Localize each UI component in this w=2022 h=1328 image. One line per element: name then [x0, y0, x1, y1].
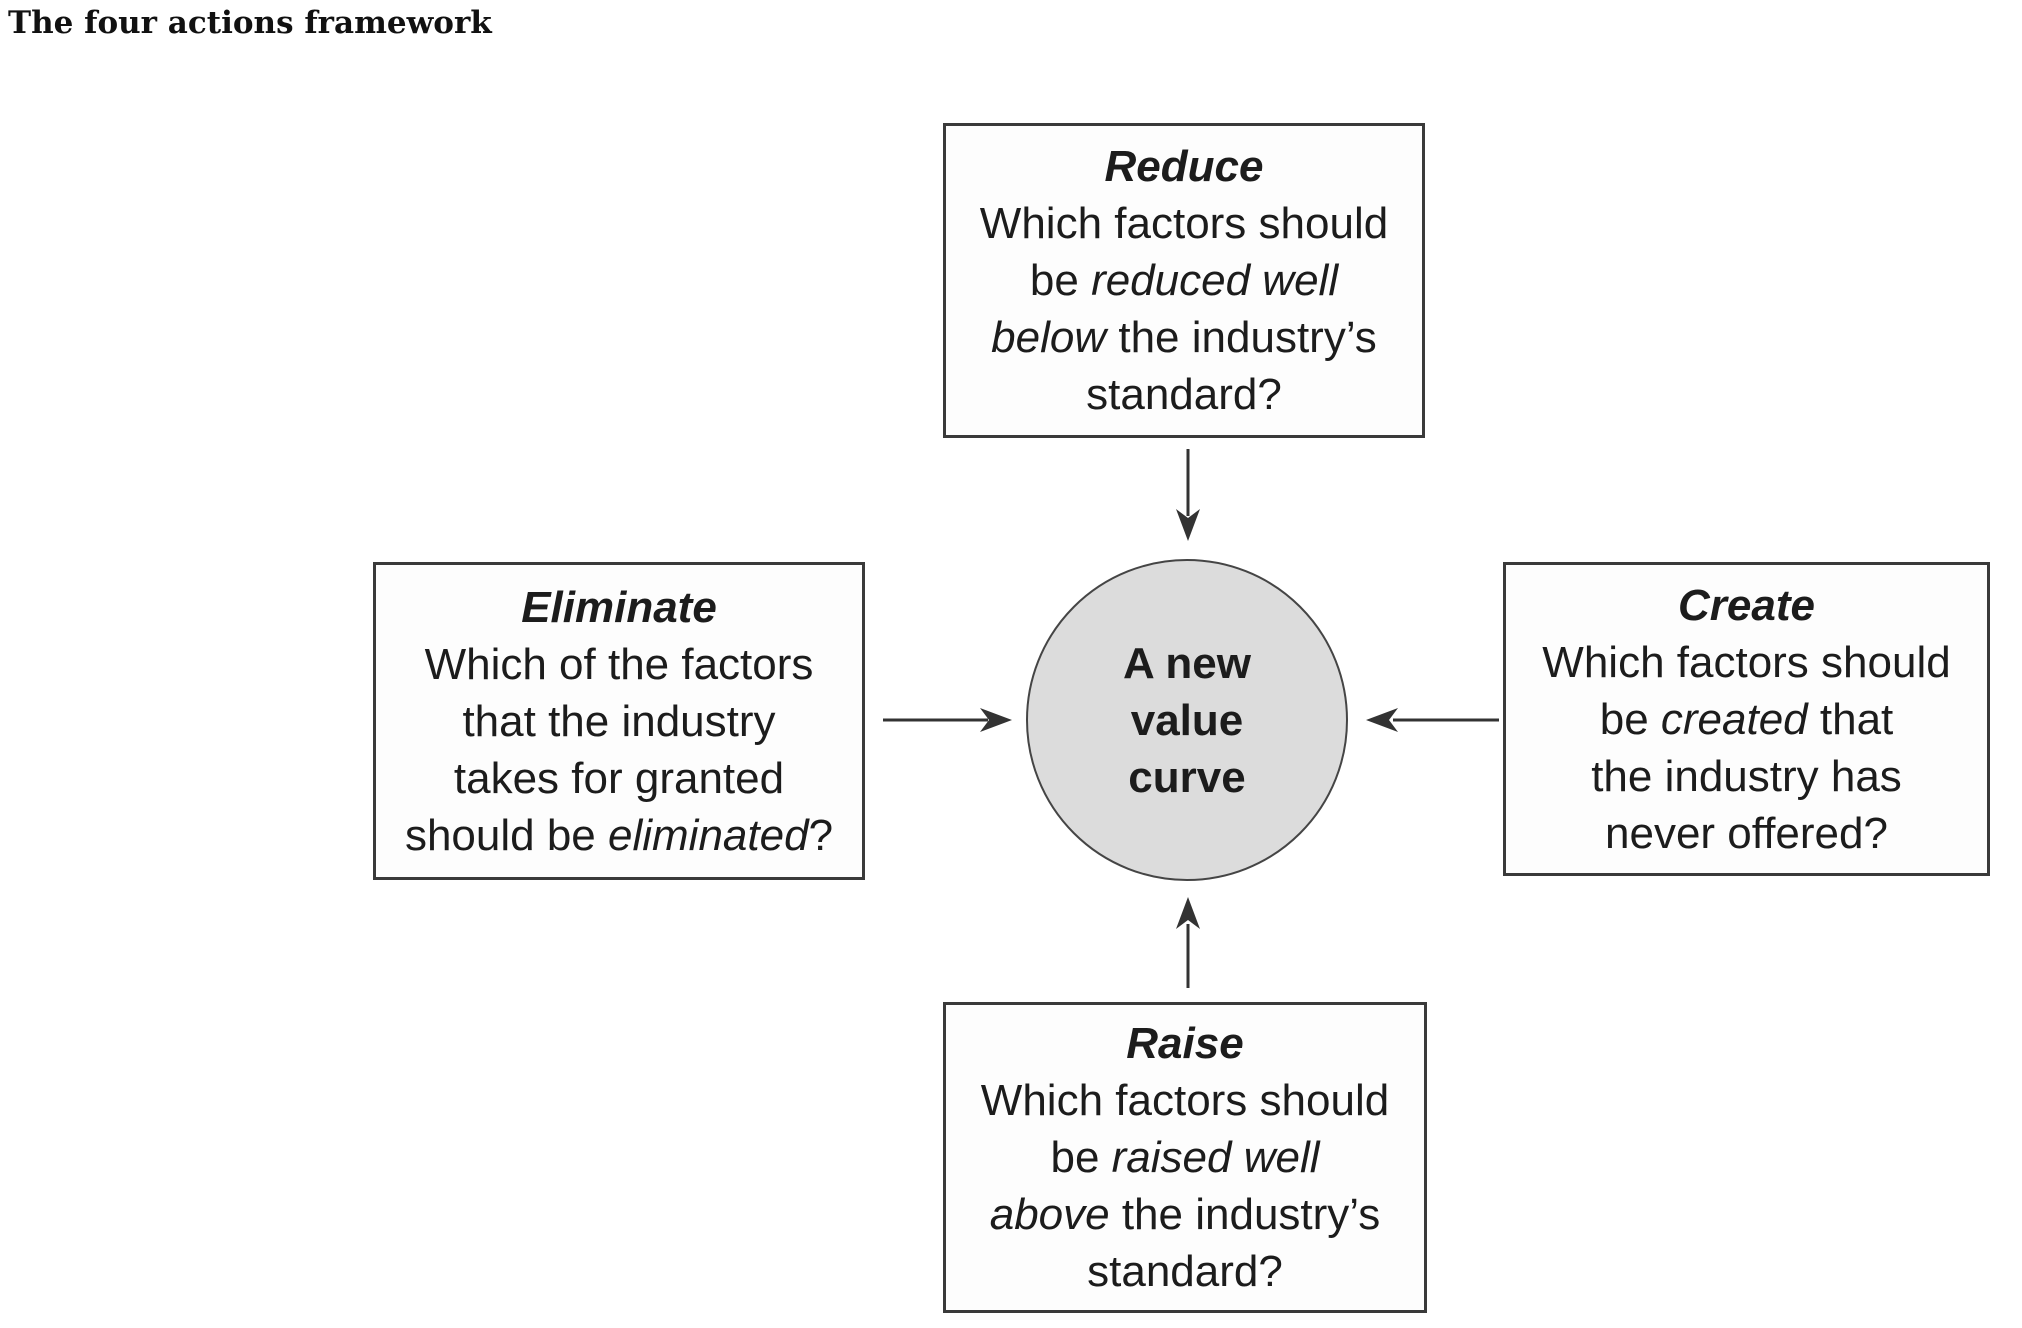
- box-heading-create: Create: [1678, 580, 1815, 630]
- arrow-raise-to-center-icon: [1176, 897, 1200, 988]
- arrow-create-to-center-icon: [1366, 708, 1499, 732]
- text-line: Which factors should: [979, 199, 1389, 248]
- text-line: Which of the factors: [424, 639, 814, 689]
- box-body-create: Which factors should be created that the i…: [1542, 634, 1950, 862]
- arrow-reduce-to-center-icon: [1176, 449, 1200, 541]
- box-heading-reduce: Reduce: [1104, 142, 1264, 191]
- box-heading-raise: Raise: [1126, 1019, 1244, 1068]
- text-line: Which factors should: [980, 1076, 1390, 1125]
- box-heading-eliminate: Eliminate: [521, 582, 717, 632]
- text-line: be reduced well: [1029, 256, 1339, 305]
- text-line: never offered?: [1605, 808, 1888, 858]
- text-line: standard?: [1086, 370, 1282, 419]
- arrow-eliminate-to-center-icon: [883, 708, 1012, 732]
- text-line: Which factors should: [1542, 637, 1951, 687]
- text-line: below the industry’s: [991, 313, 1377, 362]
- text-line: value: [1130, 695, 1244, 745]
- box-body-raise: Which factors should be raised well above …: [981, 1072, 1389, 1300]
- text-line: should be eliminated?: [404, 810, 834, 860]
- action-box-reduce: Reduce Which factors should be reduced we…: [943, 123, 1425, 438]
- action-box-eliminate: Eliminate Which of the factors that the i…: [373, 562, 865, 880]
- new-value-curve-circle: A new value curve: [1026, 559, 1348, 881]
- circle-text: A new value curve: [1123, 635, 1251, 806]
- text-line: curve: [1128, 752, 1246, 802]
- figure-title: The four actions framework: [8, 5, 492, 41]
- text-line: be raised well: [1050, 1133, 1320, 1182]
- text-line: that the industry: [462, 696, 776, 746]
- text-line: standard?: [1087, 1247, 1283, 1296]
- text-line: the industry has: [1591, 751, 1902, 801]
- text-line: A new: [1123, 638, 1251, 688]
- action-box-raise: Raise Which factors should be raised well…: [943, 1002, 1427, 1313]
- box-body-eliminate: Which of the factors that the industry tak…: [405, 636, 833, 864]
- action-box-create: Create Which factors should be created th…: [1503, 562, 1990, 876]
- text-line: takes for granted: [453, 753, 785, 803]
- text-line: be created that: [1599, 694, 1894, 744]
- box-body-reduce: Which factors should be reduced well below…: [980, 195, 1388, 423]
- text-line: above the industry’s: [989, 1190, 1381, 1239]
